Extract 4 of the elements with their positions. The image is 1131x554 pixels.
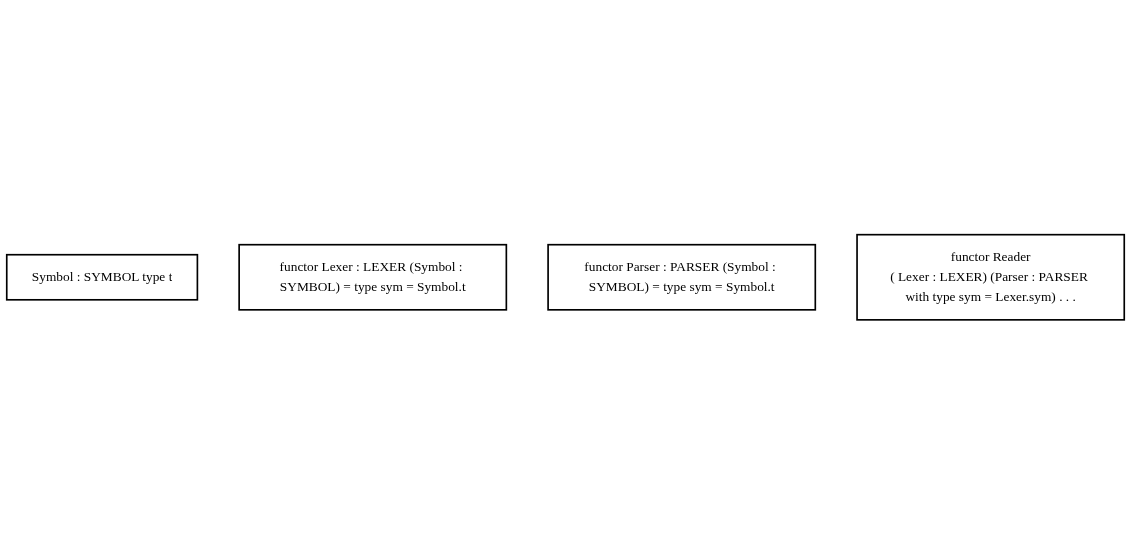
node-box: functor Reader ( Lexer : LEXER) (Parser : PARSER with type sym = Lexer.sym) . . .: [856, 233, 1126, 321]
node-box: Symbol : SYMBOL type t: [5, 253, 199, 301]
node-box: functor Parser : PARSER (Symbol : SYMBOL) = type sym = Symbol.t: [547, 243, 817, 311]
node-box: functor Lexer : LEXER (Symbol : SYMBOL) = type sym = Symbol.t: [238, 243, 508, 311]
